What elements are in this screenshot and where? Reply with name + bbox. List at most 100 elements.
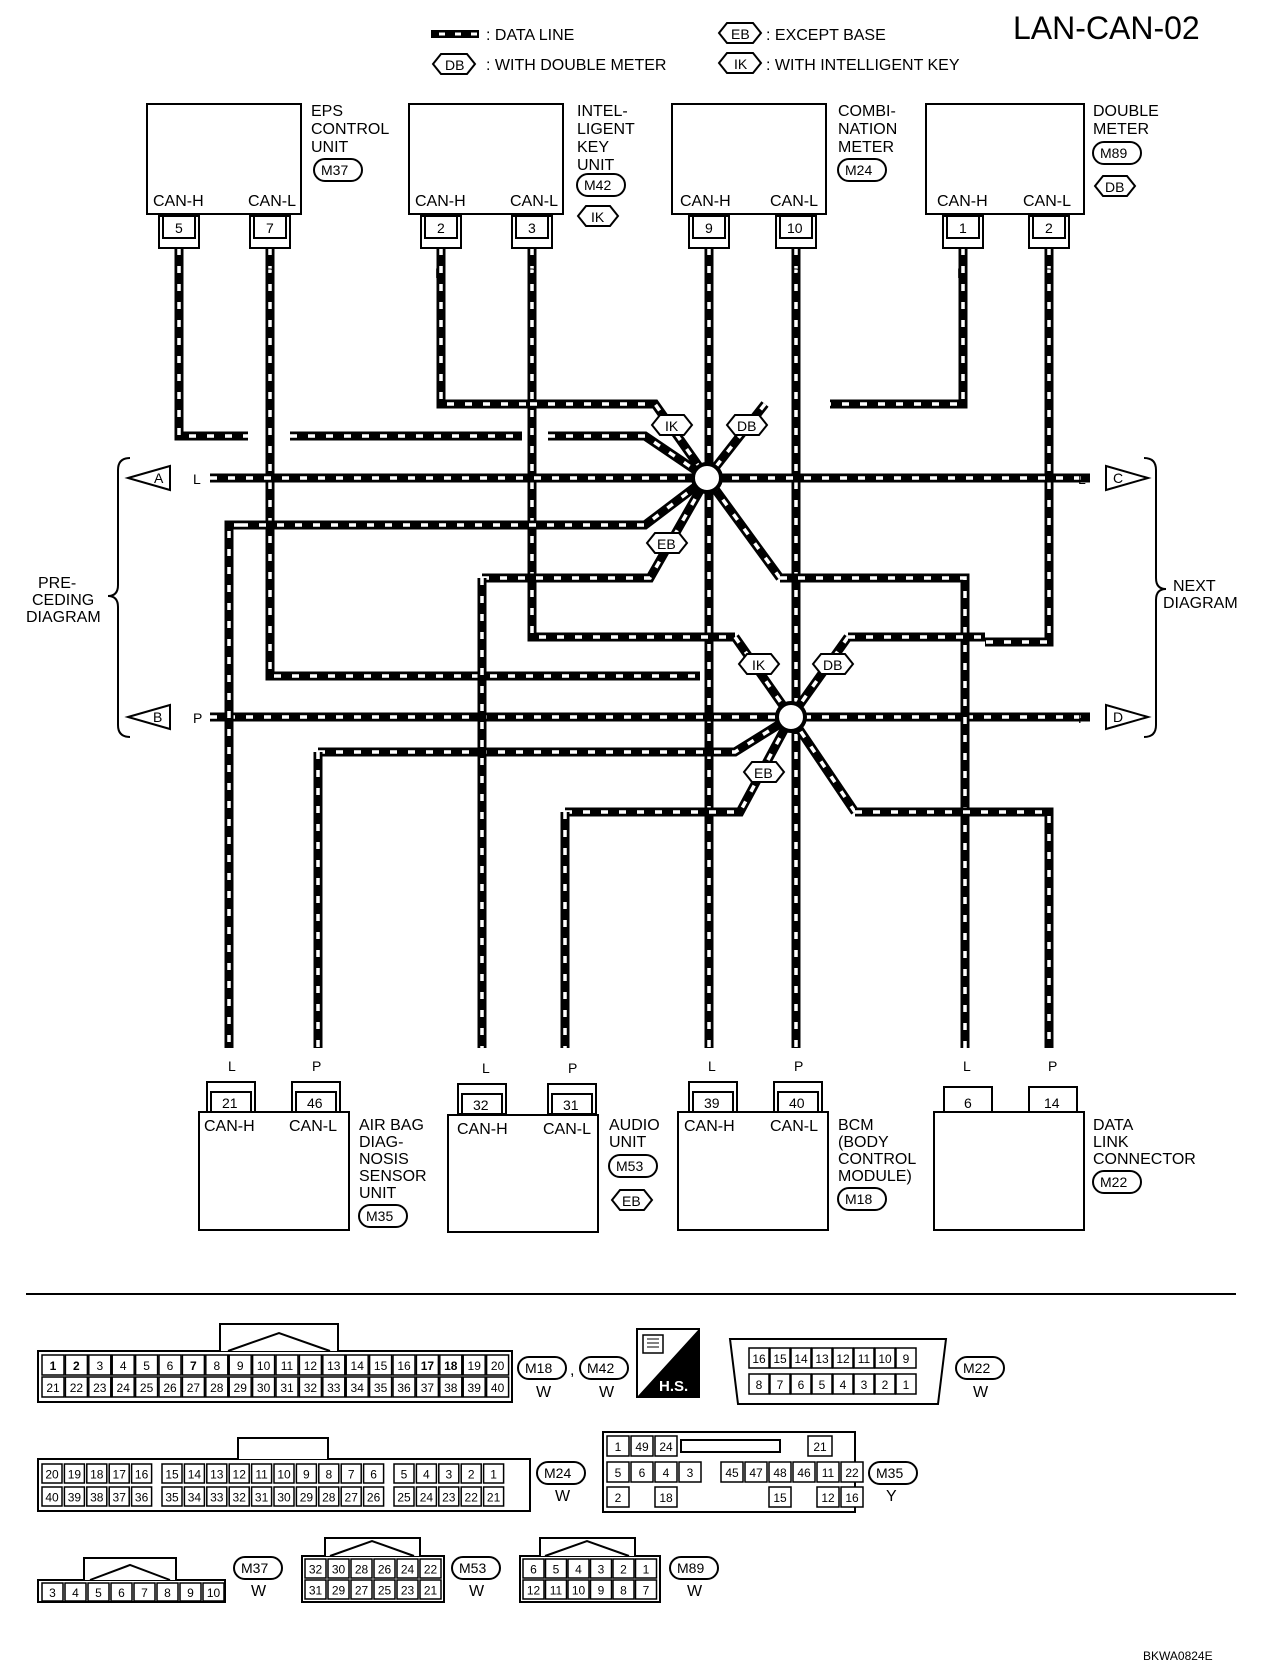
svg-text:7: 7 — [777, 1378, 784, 1392]
m22-pin-11: 11 — [853, 1347, 875, 1369]
m22-color: W — [973, 1384, 989, 1401]
svg-text:DB: DB — [445, 57, 464, 73]
m18-pin-32: 32 — [298, 1376, 323, 1398]
m53-pin-27: 27 — [350, 1579, 373, 1600]
m24-pin-30: 30 — [273, 1486, 295, 1507]
svg-text:3: 3 — [598, 1563, 605, 1577]
svg-text:4: 4 — [575, 1563, 582, 1577]
svg-text:12: 12 — [304, 1359, 318, 1373]
m24-pin-2: 2 — [460, 1463, 482, 1484]
svg-text:8: 8 — [620, 1584, 627, 1598]
svg-text:1: 1 — [615, 1440, 622, 1454]
next-diagram: NEXT DIAGRAM C L D P — [1078, 457, 1238, 738]
m89-pin-6: 6 — [522, 1558, 545, 1579]
airbag-connector-tag: M35 — [366, 1208, 393, 1224]
svg-text:11: 11 — [858, 1352, 871, 1366]
m35-pin-47: 47 — [744, 1461, 768, 1483]
svg-text:18: 18 — [659, 1491, 673, 1505]
svg-text:13: 13 — [210, 1468, 224, 1482]
dlc-name-2: LINK — [1093, 1134, 1129, 1151]
bcm-can-l-label: CAN-L — [770, 1118, 818, 1135]
svg-text:L: L — [957, 265, 965, 281]
audio-name-1: AUDIO — [609, 1117, 660, 1134]
svg-text:11: 11 — [255, 1468, 268, 1482]
m53-pin-22: 22 — [419, 1558, 442, 1579]
svg-text:15: 15 — [773, 1491, 787, 1505]
bcm: 39 40 CAN-H CAN-L BCM (BODY CONTROL MODU… — [677, 1081, 916, 1231]
spoke-ik — [530, 399, 711, 481]
m24-pin-20: 20 — [41, 1463, 63, 1484]
m35-color: Y — [886, 1488, 897, 1505]
svg-text:DB: DB — [823, 657, 842, 673]
ikey-pin-l: 3 — [528, 220, 536, 236]
m18-pin-28: 28 — [205, 1376, 229, 1398]
arrow-c-wire: L — [1078, 471, 1086, 487]
preceding-diagram: PRE- CEDING DIAGRAM A L B P — [26, 457, 202, 738]
audio-can-l-label: CAN-L — [543, 1121, 591, 1138]
eps-connector-tag: M37 — [321, 162, 348, 178]
m24-pin-34: 34 — [183, 1486, 206, 1507]
m18-pin-10: 10 — [251, 1354, 276, 1376]
m24-color: W — [555, 1488, 571, 1505]
m89-pin-2: 2 — [612, 1558, 635, 1579]
airbag-pin-h: 21 — [222, 1095, 238, 1111]
eps-pin-l: 7 — [266, 220, 274, 236]
m24-pin-6: 6 — [362, 1463, 385, 1484]
svg-text:23: 23 — [401, 1584, 415, 1598]
svg-text:21: 21 — [46, 1381, 60, 1395]
svg-text:12: 12 — [527, 1584, 541, 1598]
m89-pin-10: 10 — [567, 1579, 590, 1600]
m24-pin-32: 32 — [228, 1486, 250, 1507]
svg-text:15: 15 — [374, 1359, 388, 1373]
hs-symbol: H.S. — [636, 1328, 700, 1398]
svg-text:37: 37 — [421, 1381, 435, 1395]
m18-pin-17: 17 — [415, 1354, 440, 1376]
svg-text:L: L — [174, 265, 182, 281]
m35-pin-5: 5 — [606, 1461, 630, 1483]
svg-text:31: 31 — [255, 1491, 269, 1505]
wire-dlc-h — [780, 573, 970, 1048]
m24-pin-22: 22 — [460, 1486, 482, 1507]
airbag-diagnosis-sensor-unit: 21 46 CAN-H CAN-L AIR BAG DIAG- NOSIS SE… — [198, 1081, 427, 1231]
svg-text:22: 22 — [845, 1466, 859, 1480]
dmeter-can-h-label: CAN-H — [937, 193, 988, 210]
svg-text:14: 14 — [794, 1352, 808, 1366]
svg-text:12: 12 — [836, 1352, 850, 1366]
m24-tag: M24 — [544, 1465, 571, 1481]
svg-text:5: 5 — [143, 1359, 150, 1373]
airbag-name-5: UNIT — [359, 1185, 397, 1202]
legend-intelligent-key: : WITH INTELLIGENT KEY — [766, 57, 960, 74]
m53-pin-29: 29 — [327, 1579, 350, 1600]
bcm-can-h-label: CAN-H — [684, 1118, 735, 1135]
eps-pin-h: 5 — [175, 220, 183, 236]
wire-dlc-l — [855, 807, 1054, 1048]
m53-pin-23: 23 — [396, 1579, 419, 1600]
m89-pin-5: 5 — [544, 1558, 568, 1579]
bcm-connector-tag: M18 — [845, 1191, 872, 1207]
svg-text:5: 5 — [553, 1563, 560, 1577]
ikey-tag: IK — [591, 209, 605, 225]
bottom-wire-colors: L P L P L P L P — [228, 1058, 1057, 1076]
svg-text:30: 30 — [257, 1381, 271, 1395]
m37-pin-3: 3 — [41, 1582, 64, 1602]
svg-text:21: 21 — [813, 1440, 827, 1454]
m18-pin-25: 25 — [134, 1376, 159, 1398]
ikey-can-l-label: CAN-L — [510, 193, 558, 210]
svg-text:2: 2 — [73, 1359, 80, 1373]
ikey-can-h-label: CAN-H — [415, 193, 466, 210]
svg-text:24: 24 — [659, 1440, 673, 1454]
spoke-eps — [548, 431, 710, 482]
m53-pin-32: 32 — [304, 1558, 327, 1579]
m37-pin-4: 4 — [64, 1582, 87, 1602]
airbag-name-4: SENSOR — [359, 1168, 427, 1185]
svg-text:16: 16 — [397, 1359, 411, 1373]
svg-text:29: 29 — [332, 1584, 346, 1598]
svg-text:40: 40 — [45, 1491, 59, 1505]
m89-pin-1: 1 — [634, 1558, 658, 1579]
m35-pin-r3-2: 2 — [606, 1486, 630, 1508]
m24-pin-25: 25 — [393, 1486, 415, 1507]
svg-text:32: 32 — [233, 1491, 247, 1505]
bcm-name-2: (BODY — [838, 1134, 889, 1151]
m18-pin-30: 30 — [251, 1376, 276, 1398]
m24-pin-39: 39 — [63, 1486, 86, 1507]
